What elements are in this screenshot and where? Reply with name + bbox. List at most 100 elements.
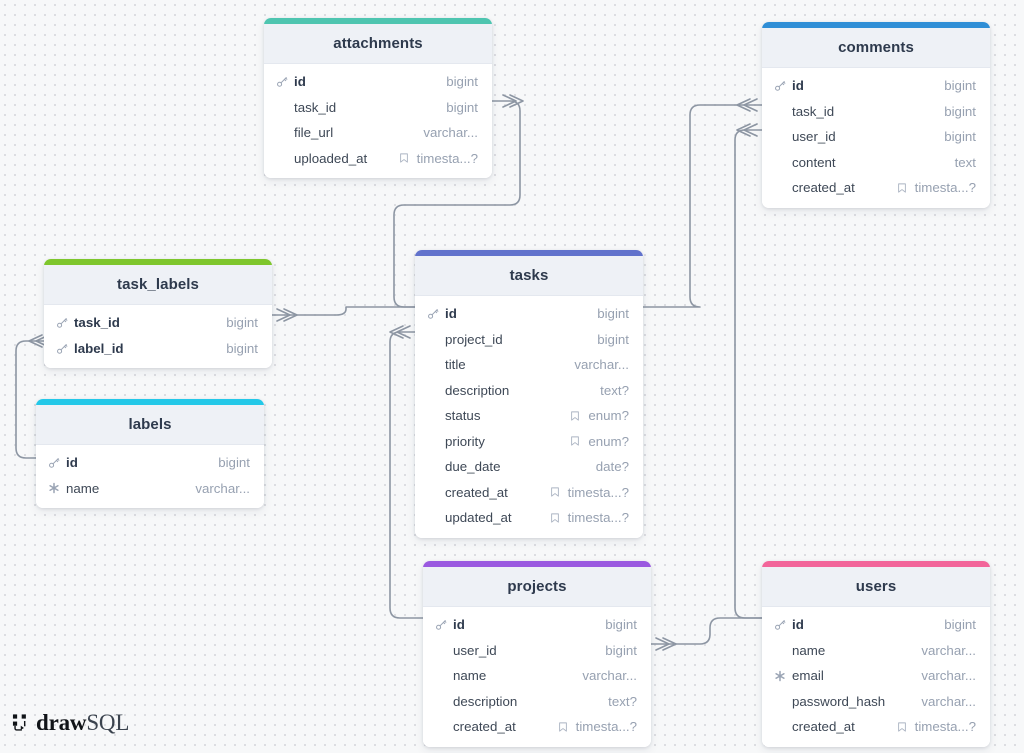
table-column-row[interactable]: file_url varchar... — [264, 120, 492, 146]
table-title: comments — [762, 28, 990, 68]
column-type: varchar... — [582, 668, 637, 684]
column-name: id — [66, 455, 78, 471]
column-name-group: uploaded_at — [276, 151, 388, 166]
column-name-group: id — [427, 306, 587, 321]
table-column-row[interactable]: description text? — [415, 378, 643, 404]
column-name: task_id — [294, 99, 337, 115]
column-type: bigint — [944, 103, 976, 119]
column-type-group: varchar... — [921, 643, 976, 658]
column-type-group: text? — [600, 383, 629, 398]
column-name: id — [453, 617, 465, 633]
tag-icon — [549, 485, 563, 499]
column-name-group: status — [427, 408, 559, 423]
column-name: project_id — [445, 331, 503, 347]
table-column-row[interactable]: id bigint — [264, 69, 492, 95]
column-type: varchar... — [921, 668, 976, 684]
asterisk-icon — [48, 481, 63, 495]
column-name: name — [66, 480, 100, 496]
column-type: varchar... — [921, 693, 976, 709]
column-type-group: timesta...? — [398, 151, 478, 166]
column-name: content — [792, 154, 836, 170]
tag-icon — [549, 511, 563, 525]
column-name: password_hash — [792, 693, 886, 709]
column-type-group: text — [955, 155, 976, 170]
key-icon — [435, 618, 450, 632]
column-name: updated_at — [445, 510, 512, 526]
column-name: description — [445, 382, 510, 398]
logo-wordmark: drawSQL — [36, 711, 129, 734]
table-column-row[interactable]: uploaded_at timesta...? — [264, 146, 492, 172]
table-column-row[interactable]: task_id bigint — [762, 99, 990, 125]
column-type: bigint — [597, 306, 629, 322]
column-type: varchar... — [574, 357, 629, 373]
table-column-row[interactable]: content text — [762, 150, 990, 176]
table-column-row[interactable]: description text? — [423, 689, 651, 715]
column-name: task_id — [792, 103, 835, 119]
table-column-row[interactable]: id bigint — [415, 301, 643, 327]
column-type-group: date? — [596, 459, 629, 474]
column-type-group: varchar... — [582, 668, 637, 683]
column-type: bigint — [605, 642, 637, 658]
column-type: timesta...? — [575, 719, 637, 735]
column-type-group: bigint — [446, 74, 478, 89]
column-type: text? — [608, 693, 637, 709]
column-type: bigint — [944, 78, 976, 94]
erd-nodes-icon — [12, 713, 26, 731]
column-name-group: content — [774, 155, 945, 170]
column-type: enum? — [588, 408, 629, 424]
drawsql-logo: drawSQL — [12, 709, 129, 735]
column-name: file_url — [294, 125, 334, 141]
table-column-row[interactable]: id bigint — [762, 73, 990, 99]
column-name-group: password_hash — [774, 694, 911, 709]
column-name-group: label_id — [56, 341, 216, 356]
column-type-group: bigint — [944, 78, 976, 93]
key-icon — [427, 307, 442, 321]
table-column-row[interactable]: password_hash varchar... — [762, 689, 990, 715]
column-name-group: id — [774, 78, 934, 93]
column-name: id — [294, 74, 306, 90]
column-type: bigint — [218, 455, 250, 471]
key-icon — [774, 79, 789, 93]
column-name-group: description — [435, 694, 598, 709]
table-accent-bar — [762, 22, 990, 28]
column-type: varchar... — [423, 125, 478, 141]
table-column-row[interactable]: status enum? — [415, 403, 643, 429]
table-accent-bar — [264, 18, 492, 24]
column-type-group: varchar... — [423, 125, 478, 140]
column-type-group: timesta...? — [557, 719, 637, 734]
table-accent-bar — [423, 561, 651, 567]
column-name: created_at — [792, 180, 855, 196]
column-type: timesta...? — [416, 150, 478, 166]
tag-icon — [398, 151, 412, 165]
column-type-group: bigint — [944, 104, 976, 119]
table-column-row[interactable]: id bigint — [36, 450, 264, 476]
